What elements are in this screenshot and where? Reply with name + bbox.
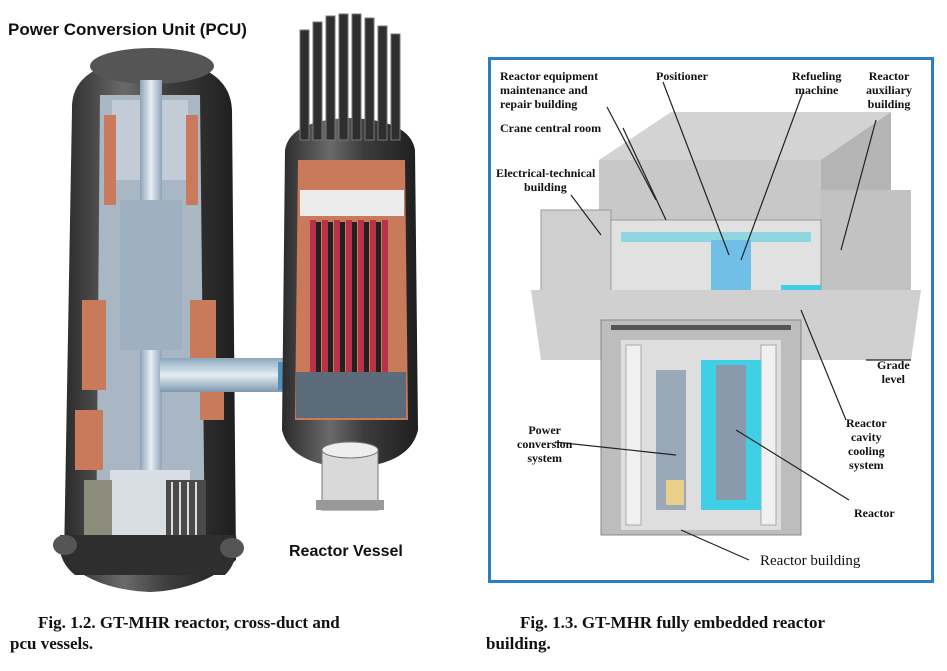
caption-line: Fig. 1.2. GT-MHR reactor, cross-duct and bbox=[38, 613, 340, 632]
label-positioner: Positioner bbox=[656, 69, 708, 83]
label-auxiliary-building: Reactor auxiliary building bbox=[866, 69, 913, 111]
figure-1-2-caption: Fig. 1.2. GT-MHR reactor, cross-duct and… bbox=[10, 612, 470, 654]
label-crane-room: Crane central room bbox=[500, 121, 602, 135]
label-grade-level: Grade level bbox=[877, 358, 910, 386]
figure-1-3-caption: Fig. 1.3. GT-MHR fully embedded reactor … bbox=[486, 612, 941, 654]
reactor-building-illustration bbox=[531, 81, 921, 561]
label-reactor: Reactor bbox=[854, 506, 895, 520]
leader-lines bbox=[554, 81, 911, 561]
label-power-conversion-system: Power conversion system bbox=[517, 423, 573, 465]
auxiliary-building bbox=[821, 190, 911, 320]
label-electrical-building: Electrical-technical building bbox=[496, 166, 596, 194]
label-refueling-machine: Refueling machine bbox=[792, 69, 842, 97]
reactor-vessel bbox=[282, 13, 418, 511]
label-reactor-building: Reactor building bbox=[760, 553, 861, 569]
figure-1-3-frame bbox=[488, 57, 934, 583]
pcu-vessel bbox=[53, 48, 244, 592]
reactor-vessel-title: Reactor Vessel bbox=[289, 543, 403, 560]
caption-line: pcu vessels. bbox=[10, 634, 94, 653]
caption-line: building. bbox=[486, 634, 551, 653]
pcu-title: Power Conversion Unit (PCU) bbox=[8, 20, 247, 39]
label-maintenance-building: Reactor equipment maintenance and repair… bbox=[500, 69, 599, 111]
reactor-silo bbox=[600, 319, 802, 536]
gt-mhr-cutaway-illustration bbox=[53, 13, 418, 592]
caption-line: Fig. 1.3. GT-MHR fully embedded reactor bbox=[520, 613, 826, 632]
label-rccs: Reactor cavity cooling system bbox=[846, 416, 887, 472]
